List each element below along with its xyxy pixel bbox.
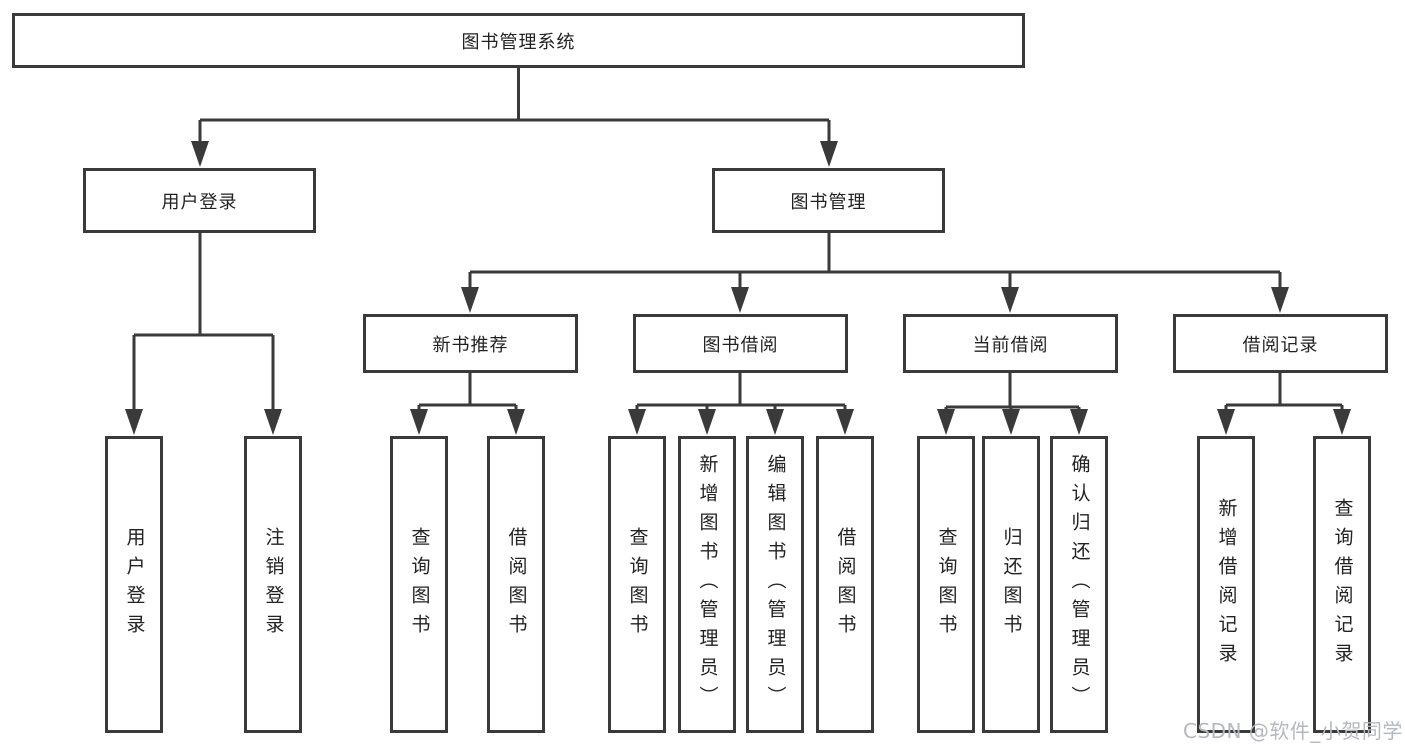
node-root-label: 图书管理系统	[461, 31, 576, 53]
node-book-management: 图书管理	[712, 168, 945, 233]
leaf-query-books-rec-label: 查询图书	[408, 526, 431, 643]
node-root: 图书管理系统	[12, 13, 1025, 68]
leaf-borrow-books-rec-label: 借阅图书	[505, 526, 528, 643]
csdn-watermark: CSDN @软件_小贺同学	[1183, 719, 1403, 743]
leaf-add-book-admin: 新增图书（管理员）	[678, 436, 736, 733]
leaf-query-borrow-record-label: 查询借阅记录	[1331, 497, 1354, 672]
connector-current-to-leaves	[937, 373, 1088, 435]
leaf-return-books: 归还图书	[982, 436, 1040, 733]
node-book-borrow: 图书借阅	[633, 314, 848, 373]
connector-borrow-to-leaves	[628, 373, 854, 435]
leaf-query-books-borrow: 查询图书	[608, 436, 666, 733]
leaf-borrow-books-label: 借阅图书	[834, 526, 857, 643]
leaf-query-books-borrow-label: 查询图书	[626, 526, 649, 643]
leaf-edit-book-admin-label: 编辑图书（管理员）	[764, 454, 787, 715]
leaf-add-borrow-record-label: 新增借阅记录	[1215, 497, 1238, 672]
node-user-login: 用户登录	[83, 168, 316, 233]
connector-root-to-level2	[191, 68, 838, 167]
leaf-return-books-label: 归还图书	[1000, 526, 1023, 643]
connector-login-to-leaves	[125, 233, 282, 435]
node-current-borrow-label: 当前借阅	[972, 334, 1049, 356]
connector-records-to-leaves	[1217, 373, 1351, 435]
leaf-add-borrow-record: 新增借阅记录	[1197, 436, 1255, 733]
leaf-query-borrow-record: 查询借阅记录	[1313, 436, 1371, 733]
leaf-borrow-books: 借阅图书	[816, 436, 874, 733]
leaf-confirm-return-admin: 确认归还（管理员）	[1050, 436, 1108, 733]
leaf-edit-book-admin: 编辑图书（管理员）	[746, 436, 804, 733]
leaf-borrow-books-rec: 借阅图书	[487, 436, 545, 733]
leaf-add-book-admin-label: 新增图书（管理员）	[696, 454, 719, 715]
leaf-query-books-current: 查询图书	[917, 436, 975, 733]
node-borrow-records: 借阅记录	[1173, 314, 1388, 373]
connector-rec-to-leaves	[410, 373, 525, 435]
node-book-borrow-label: 图书借阅	[702, 334, 779, 356]
node-new-book-recommend: 新书推荐	[363, 314, 578, 373]
leaf-logout: 注销登录	[244, 436, 302, 733]
leaf-logout-label: 注销登录	[262, 526, 285, 643]
node-borrow-records-label: 借阅记录	[1242, 334, 1319, 356]
leaf-user-login-label: 用户登录	[123, 526, 146, 643]
node-new-book-recommend-label: 新书推荐	[432, 334, 509, 356]
leaf-confirm-return-admin-label: 确认归还（管理员）	[1068, 454, 1091, 715]
node-book-management-label: 图书管理	[790, 191, 867, 213]
connector-mgmt-to-level3	[461, 233, 1289, 313]
leaf-user-login: 用户登录	[105, 436, 163, 733]
node-user-login-label: 用户登录	[161, 191, 238, 213]
leaf-query-books-rec: 查询图书	[390, 436, 448, 733]
leaf-query-books-current-label: 查询图书	[935, 526, 958, 643]
node-current-borrow: 当前借阅	[903, 314, 1118, 373]
